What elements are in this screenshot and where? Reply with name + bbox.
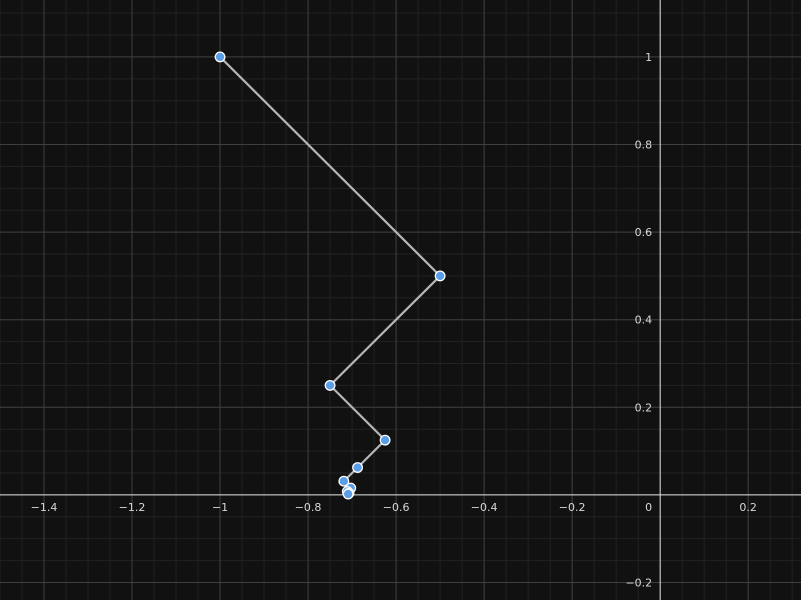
y-tick-label: 0.6: [635, 226, 653, 239]
x-tick-label: −0.6: [383, 501, 410, 514]
y-tick-label: 0.2: [635, 401, 653, 414]
x-tick-label: −1: [212, 501, 228, 514]
y-tick-label: 0.8: [635, 139, 653, 152]
y-tick-label: 0.4: [635, 314, 653, 327]
data-point[interactable]: [338, 475, 350, 487]
data-point[interactable]: [434, 270, 446, 282]
x-tick-label: −1.4: [31, 501, 58, 514]
x-tick-label: 0.2: [739, 501, 757, 514]
data-point[interactable]: [214, 51, 226, 63]
x-tick-label: −0.8: [295, 501, 322, 514]
tick-labels: −1.4 −1.2 −1 −0.8 −0.6 −0.4 −0.2 0 0.2 −0.2 0.2 0.4…: [31, 51, 757, 590]
data-series: [214, 51, 446, 500]
data-point[interactable]: [352, 462, 364, 473]
data-point[interactable]: [324, 379, 336, 391]
y-tick-label: 1: [645, 51, 652, 64]
x-tick-label: −1.2: [119, 501, 146, 514]
data-point[interactable]: [342, 488, 354, 500]
data-point[interactable]: [379, 434, 391, 446]
y-tick-label: −0.2: [625, 576, 652, 589]
x-tick-label: −0.2: [559, 501, 586, 514]
x-tick-label: −0.4: [471, 501, 498, 514]
x-tick-label: 0: [645, 501, 652, 514]
